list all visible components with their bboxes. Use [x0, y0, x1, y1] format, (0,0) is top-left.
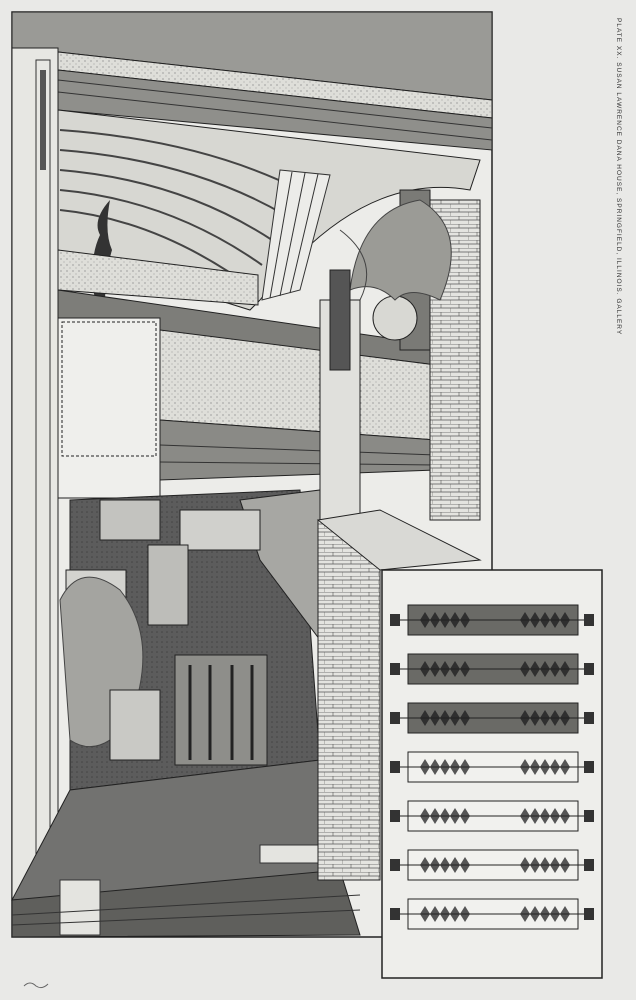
glass-row	[390, 653, 594, 685]
glass-row	[390, 800, 594, 832]
center-post	[316, 269, 482, 881]
plate-caption: PLATE XX. SUSAN LAWRENCE DANA HOUSE, SPR…	[615, 18, 622, 336]
corner-pencil-mark	[23, 982, 49, 989]
ceiling-beams	[11, 11, 493, 151]
glass-row	[390, 751, 594, 783]
glass-row	[390, 702, 594, 734]
glass-row	[390, 898, 594, 930]
stair-treads	[11, 759, 361, 938]
chair-back	[174, 654, 268, 766]
barrel-vault	[57, 109, 481, 311]
lower-room	[59, 489, 321, 791]
glass-row	[390, 849, 594, 881]
left-pier	[11, 47, 59, 938]
plant-urn	[339, 199, 452, 341]
glass-row	[390, 604, 594, 636]
art-glass-panel	[381, 569, 603, 979]
wall-panel	[57, 317, 161, 499]
